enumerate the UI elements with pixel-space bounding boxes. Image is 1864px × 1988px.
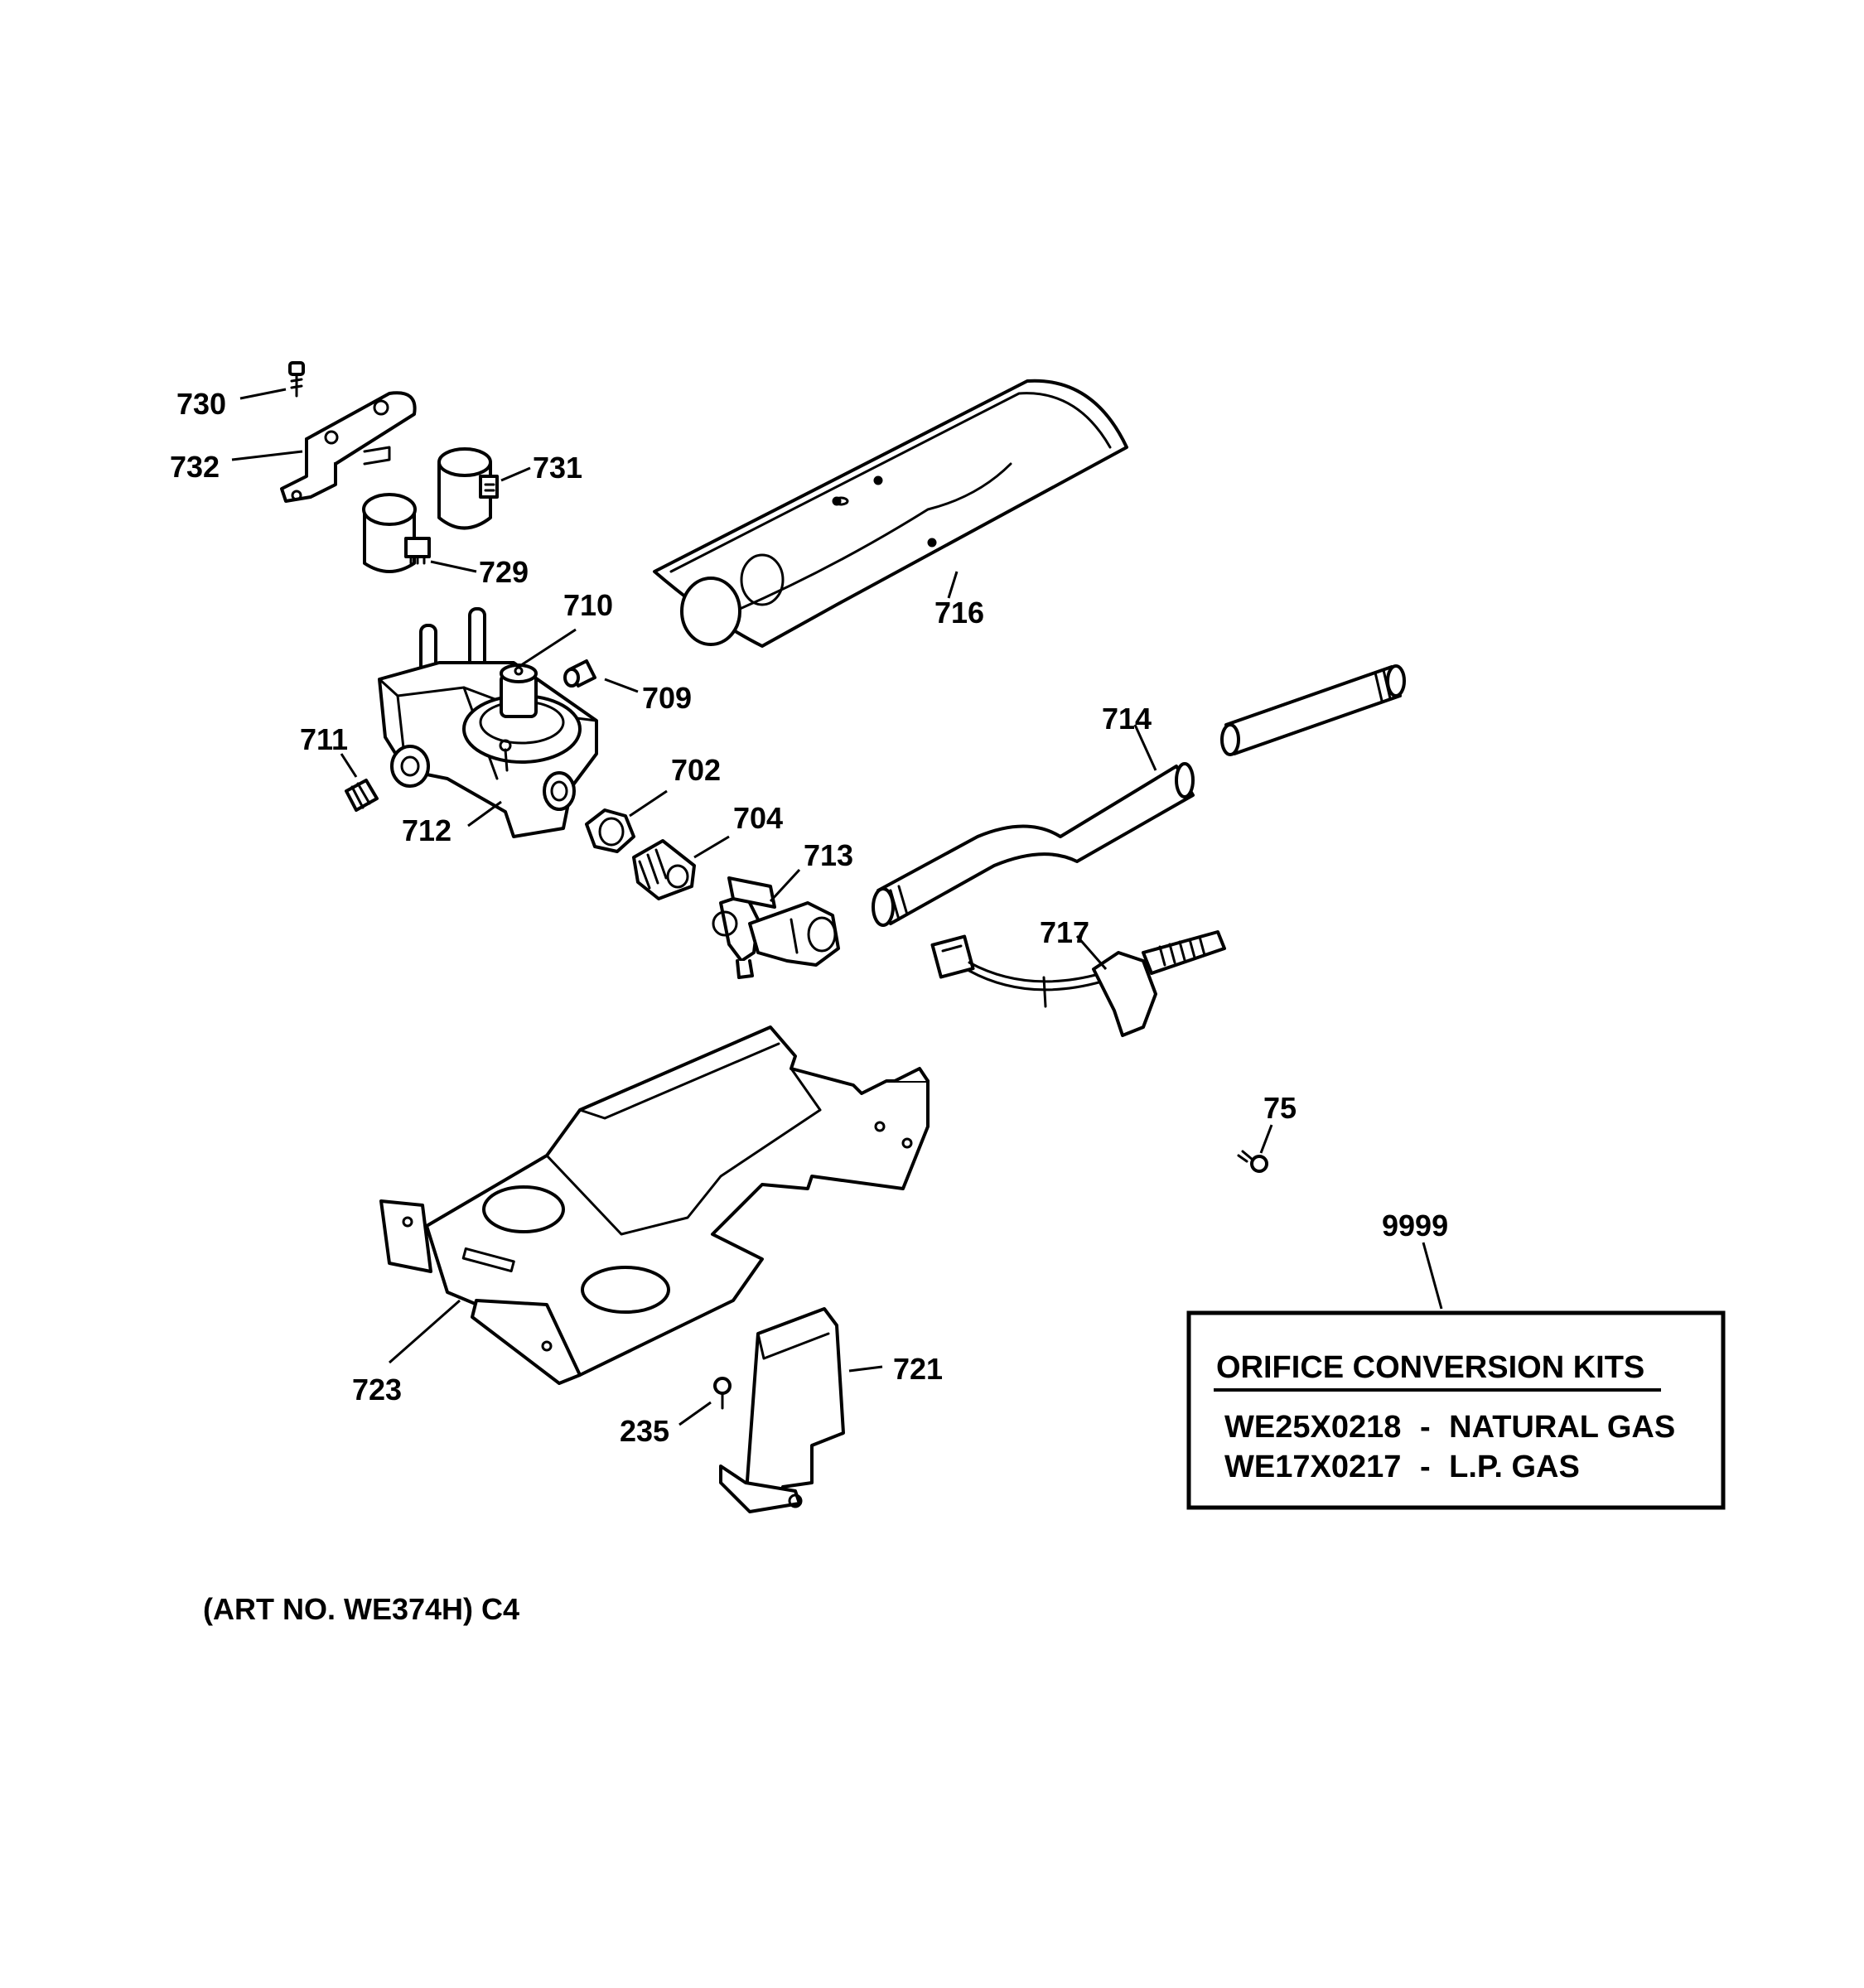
leader-723	[389, 1299, 461, 1364]
callout-9999: 9999	[1382, 1209, 1448, 1242]
leader-714	[1133, 724, 1157, 771]
leader-732	[231, 450, 303, 461]
callout-729: 729	[479, 555, 529, 589]
part-721-shield	[719, 1307, 845, 1513]
callout-75: 75	[1263, 1091, 1297, 1125]
leader-711	[340, 753, 358, 778]
callout-711: 711	[300, 722, 348, 756]
orifice-kit-box: ORIFICE CONVERSION KITS WE25X0218 - NATU…	[1186, 1310, 1726, 1510]
part-729-coil	[362, 493, 431, 573]
leader-704	[693, 835, 730, 859]
callout-731: 731	[533, 451, 582, 485]
leader-716	[947, 571, 959, 599]
part-714-pipe	[872, 664, 1406, 927]
callout-723: 723	[352, 1373, 402, 1407]
leader-702	[629, 789, 668, 818]
callout-713: 713	[804, 838, 853, 872]
leader-731	[500, 466, 531, 482]
kit-title: ORIFICE CONVERSION KITS	[1216, 1350, 1644, 1385]
leader-235	[678, 1401, 712, 1426]
leader-717	[1075, 935, 1108, 970]
part-702-nut	[585, 808, 635, 853]
part-75-screw	[1237, 1150, 1268, 1173]
callout-710: 710	[563, 588, 613, 622]
callout-704: 704	[733, 801, 783, 835]
leader-709	[604, 678, 639, 693]
leader-712	[467, 800, 502, 828]
part-711-plug	[345, 779, 379, 812]
leader-721	[848, 1365, 883, 1373]
leader-9999	[1422, 1242, 1443, 1310]
part-730-screw	[288, 361, 305, 398]
kit-sep-lp: -	[1420, 1450, 1431, 1484]
part-732-bracket	[280, 391, 417, 503]
part-716-burner	[653, 379, 1128, 648]
kit-sep-natural: -	[1420, 1410, 1431, 1445]
callout-730: 730	[176, 387, 226, 421]
kit-line-natural-gas: WE25X0218 - NATURAL GAS	[1224, 1410, 1675, 1445]
part-713-shutoff-valve	[712, 876, 840, 979]
kit-desc-natural: NATURAL GAS	[1449, 1410, 1675, 1445]
part-709-plug	[563, 659, 596, 688]
kit-part-lp: WE17X0217	[1224, 1450, 1401, 1484]
callout-712: 712	[402, 813, 452, 847]
callout-714: 714	[1102, 702, 1152, 736]
kit-line-lp-gas: WE17X0217 - L.P. GAS	[1224, 1450, 1580, 1484]
part-723-base-bracket	[379, 1025, 930, 1385]
leader-729	[430, 560, 477, 573]
part-712-valve-body	[378, 607, 598, 838]
art-number: (ART NO. WE374H) C4	[203, 1592, 519, 1626]
kit-frame	[1186, 1310, 1726, 1510]
part-731-coil	[437, 447, 499, 530]
callout-721: 721	[893, 1352, 943, 1386]
callout-235: 235	[620, 1414, 669, 1448]
leader-710	[518, 628, 577, 668]
part-704-fitting	[632, 839, 696, 900]
kit-part-natural: WE25X0218	[1224, 1410, 1401, 1445]
callout-717: 717	[1040, 915, 1089, 949]
callout-709: 709	[642, 681, 692, 715]
callout-702: 702	[671, 753, 721, 787]
leader-75	[1259, 1124, 1273, 1154]
callout-732: 732	[170, 450, 220, 484]
leader-730	[239, 388, 287, 400]
callout-716: 716	[934, 596, 984, 630]
part-717-igniter	[930, 930, 1226, 1037]
part-235-screw	[713, 1377, 732, 1410]
kit-desc-lp: L.P. GAS	[1449, 1450, 1580, 1484]
leader-713	[769, 868, 801, 903]
